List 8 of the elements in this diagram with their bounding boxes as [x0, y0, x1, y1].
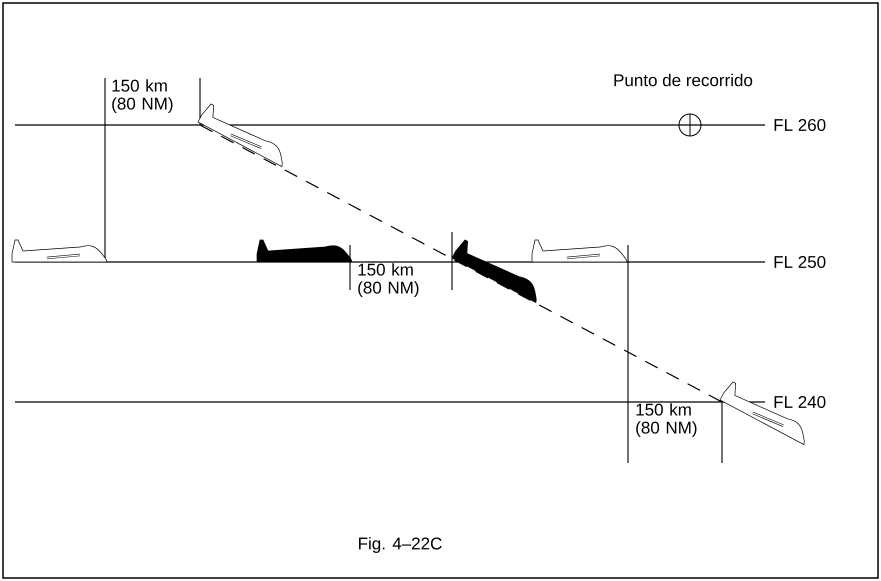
flight-level-label: FL 260: [774, 118, 826, 132]
flight-level-label: FL 240: [774, 396, 826, 408]
dimension-label: 150 km (80 NM): [112, 79, 172, 114]
dimension-label: 150 km (80 NM): [358, 263, 418, 298]
caption: Fig. 4–22C: [359, 537, 442, 553]
flight-level-label: FL 250: [774, 256, 826, 268]
dimension-label: 150 km (80 NM): [636, 403, 696, 438]
waypoint-label: Punto de recorrido: [614, 74, 752, 86]
